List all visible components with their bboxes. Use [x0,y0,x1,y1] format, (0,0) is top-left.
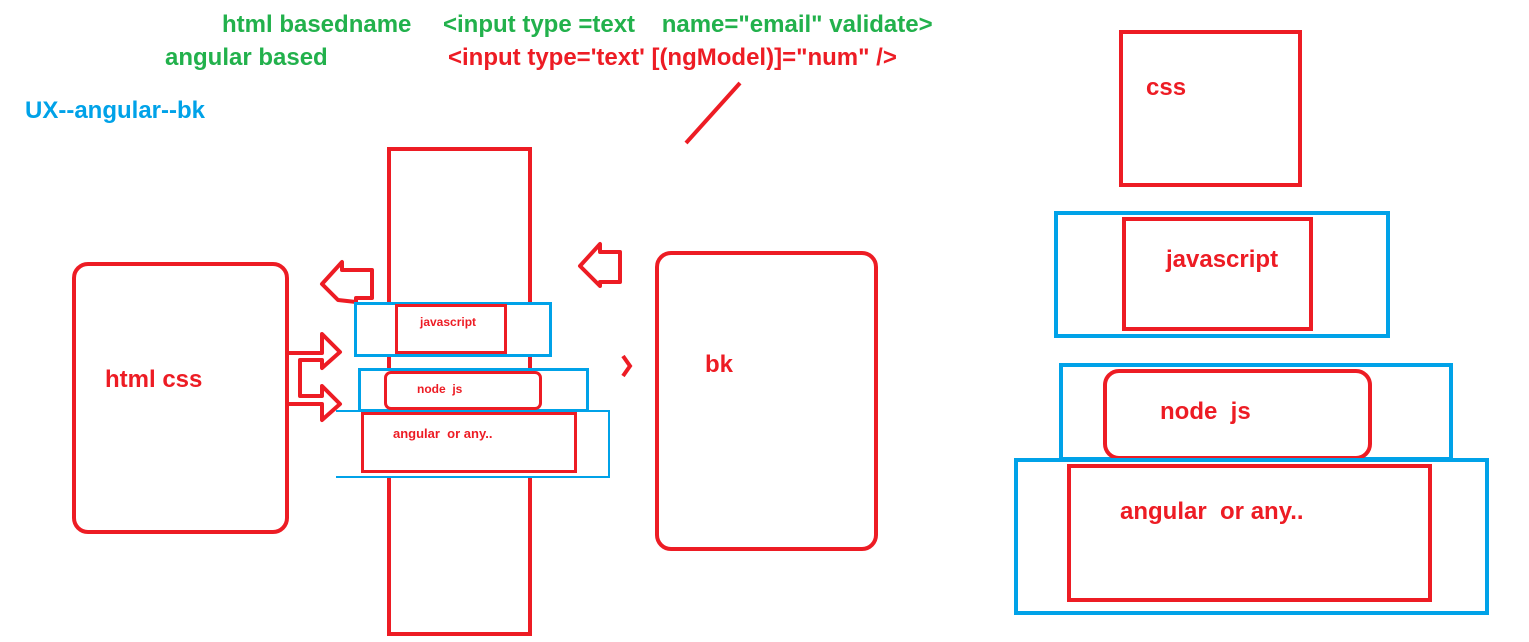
annotation-angular-code: <input type='text' [(ngModel)]="num" /> [448,44,897,71]
layer-nodejs-outer [358,368,589,412]
layer-javascript-inner [395,304,507,354]
double-right-arrow-icon [287,332,342,422]
pointer-line [684,81,742,145]
annotation-html-prefix: html basedname [222,11,412,38]
stack-javascript-label: javascript [1166,246,1279,273]
layer-angular-outer [336,410,610,478]
layer-javascript-label: javascript [420,315,477,329]
bk-label: bk [705,351,734,378]
stack-css-label: css [1146,74,1187,101]
layer-nodejs-label: node js [417,382,463,396]
left-arrow-icon [320,260,374,304]
stack-angular-outer [1014,458,1489,615]
stack-javascript-inner [1122,217,1313,331]
html-css-label: html css [105,366,203,393]
layer-angular-label: angular or any.. [393,426,493,441]
bk-box [655,251,878,551]
layer-angular-inner [361,412,577,473]
stack-nodejs-label: node js [1160,398,1251,425]
html-css-box [72,262,289,534]
ux-label: UX--angular--bk [25,97,205,124]
stack-angular-inner [1067,464,1432,602]
stack-angular-label: angular or any.. [1120,498,1304,525]
layer-javascript-outer [354,302,552,357]
bk-left-arrow-icon [578,242,622,288]
layer-nodejs-inner [384,371,542,410]
stack-javascript-outer [1054,211,1390,338]
annotation-angular-prefix: angular based [165,44,328,71]
stack-css-box [1119,30,1302,187]
annotation-html-code: <input type =text name="email" validate> [443,11,933,38]
chevron-right-icon [621,354,633,378]
